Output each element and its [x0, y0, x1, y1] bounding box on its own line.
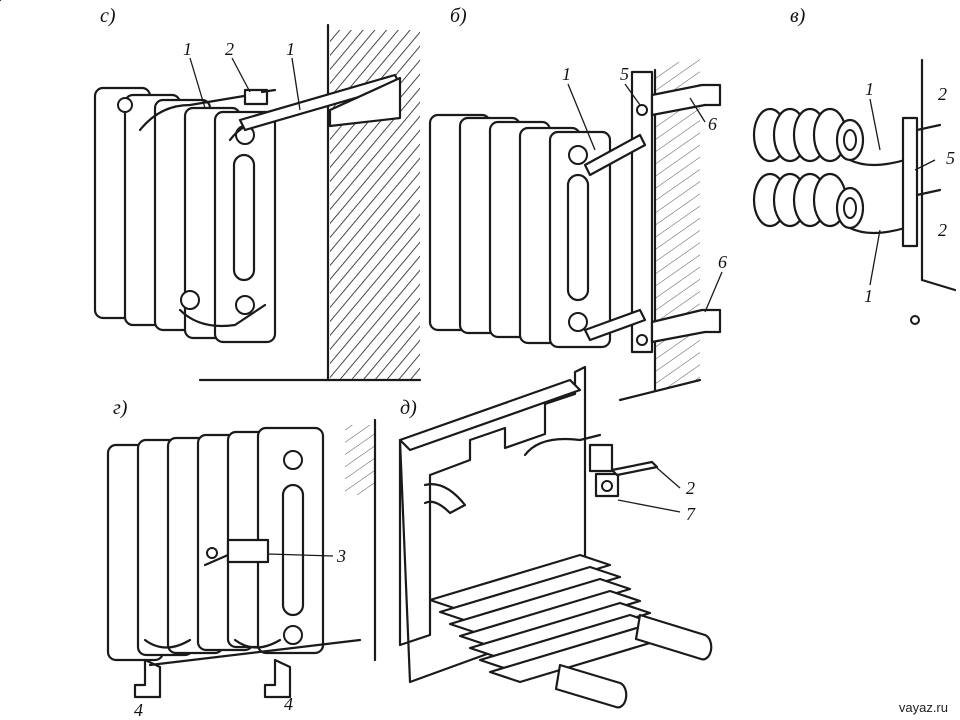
callout-b-1: 1: [562, 64, 571, 84]
callout-v-2-top: 2: [938, 84, 947, 104]
callout-a-1-left: 1: [183, 39, 192, 59]
watermark-text: vayaz.ru: [899, 700, 948, 715]
panel-v: в) 1 2 5 2 1: [752, 5, 957, 325]
panel-g-label: г): [113, 397, 128, 419]
panel-b: б) 1 5 6 6: [428, 5, 727, 402]
panel-v-coil-bottom: [752, 172, 907, 235]
callout-v-1-bottom: 1: [864, 286, 873, 306]
panel-g-plates: [106, 426, 325, 662]
callout-v-5: 5: [946, 148, 955, 168]
panel-b-plates: [428, 113, 612, 349]
callout-g-3: 3: [336, 546, 346, 566]
callout-b-5: 5: [620, 64, 629, 84]
callout-g-4-right: 4: [284, 694, 293, 714]
panel-b-label: б): [450, 5, 467, 27]
panel-d-label: д): [400, 397, 417, 419]
panel-a-label: c): [100, 5, 116, 27]
panel-b-bracket: [583, 70, 722, 354]
panel-v-bracket: [901, 116, 942, 248]
panel-v-coil-top: [752, 107, 907, 167]
panel-d: д) 2 7: [398, 365, 713, 709]
callout-g-4-left: 4: [134, 700, 143, 720]
callout-b-6-top: 6: [708, 114, 717, 134]
callout-d-2: 2: [686, 478, 695, 498]
callout-v-1-top: 1: [865, 79, 874, 99]
panel-v-label: в): [790, 5, 806, 27]
callout-d-7: 7: [686, 504, 696, 524]
panel-d-rods: [554, 613, 713, 709]
panel-d-fins: [428, 553, 672, 684]
callout-b-6-bottom: 6: [718, 252, 727, 272]
panel-a-plates: [93, 86, 277, 344]
panel-g-clamp: [203, 538, 270, 567]
panel-g: г) 3 4 4: [106, 397, 377, 720]
callout-a-2: 2: [225, 39, 234, 59]
panel-a: c): [0, 0, 422, 382]
callout-v-2-bottom: 2: [938, 220, 947, 240]
callout-a-1-right: 1: [286, 39, 295, 59]
panel-a-contacts: [138, 73, 402, 328]
panel-g-feet: [133, 638, 362, 699]
